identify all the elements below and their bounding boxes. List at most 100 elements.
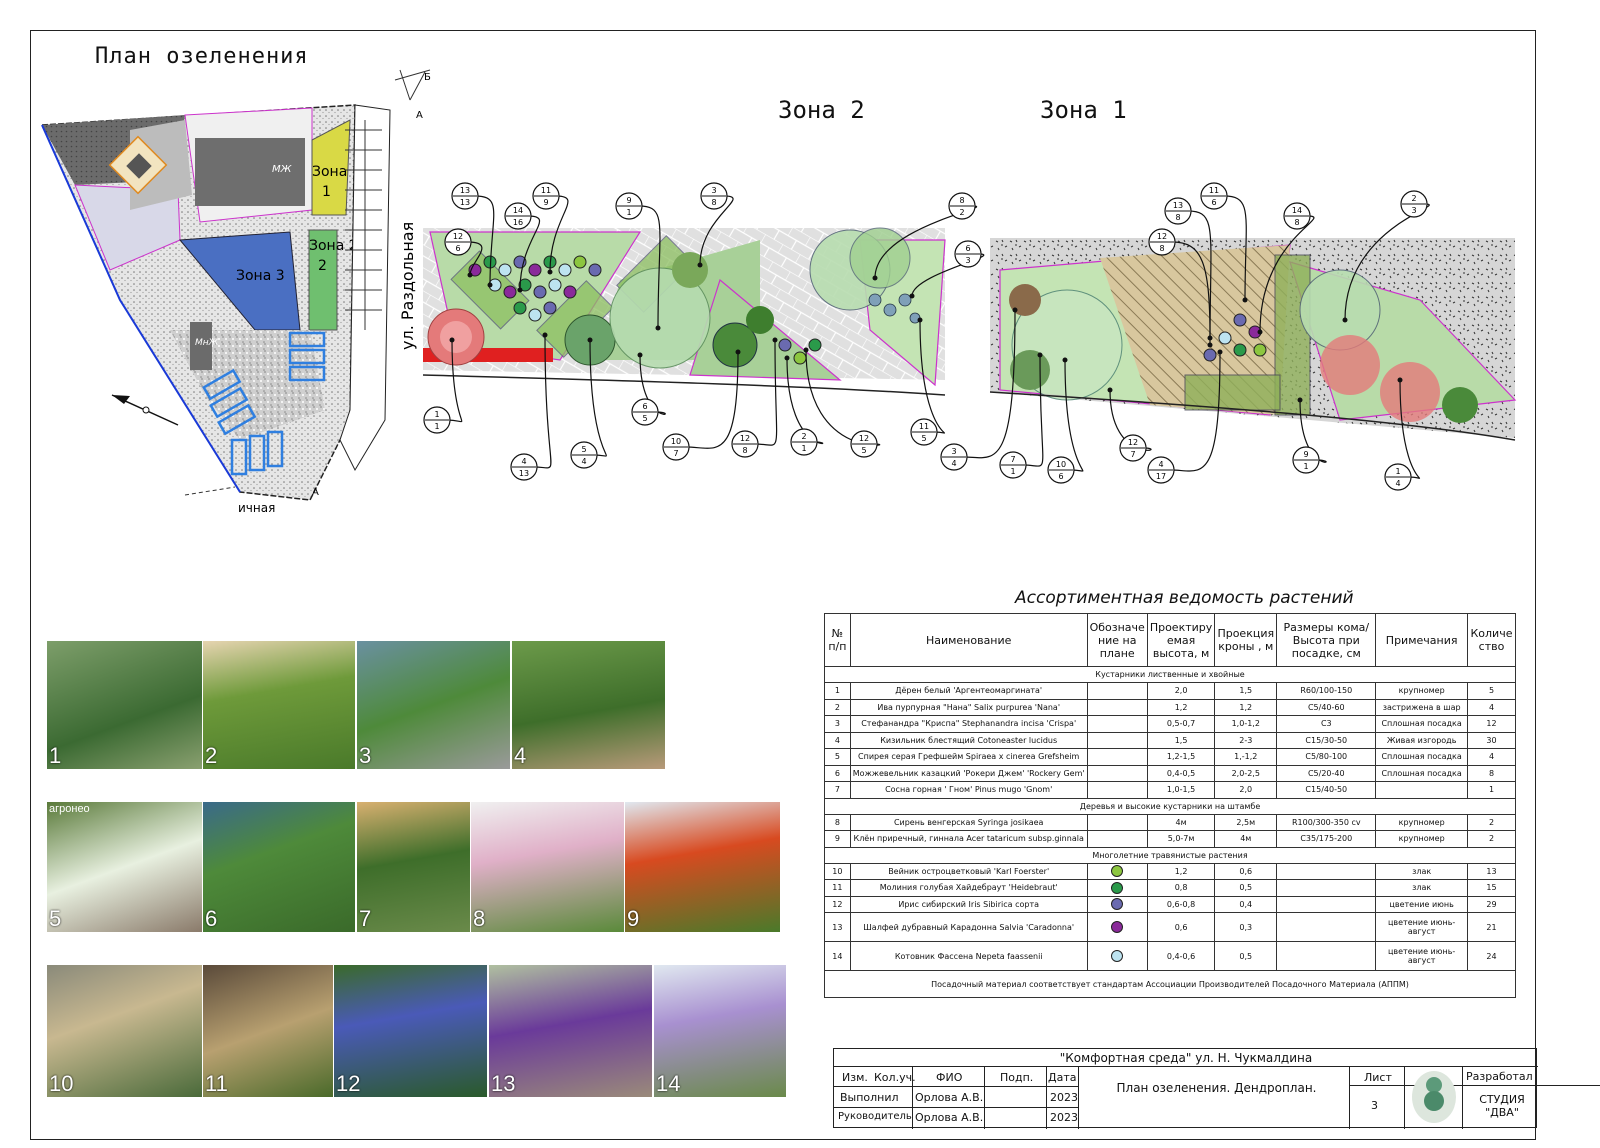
callout-plant-number: 12	[859, 434, 869, 443]
table-cell: 0,3	[1214, 912, 1278, 942]
callout-plant-number: 7	[1010, 455, 1015, 464]
plant-callout: 54	[570, 337, 607, 469]
callout-quantity: 13	[519, 469, 529, 478]
plant-callout: 128	[1148, 228, 1213, 341]
table-cell: Сирень венгерская Syringa josikaea	[849, 813, 1088, 831]
zone1-plan	[989, 238, 1517, 441]
table-cell	[1276, 862, 1377, 880]
callout-plant-number: 12	[740, 434, 750, 443]
table-cell: Живая изгородь	[1375, 731, 1468, 749]
table-cell: C3	[1276, 715, 1377, 733]
table-cell: 2	[1466, 813, 1517, 831]
h-fio: ФИО	[936, 1071, 963, 1084]
mzh-label: МЖ	[272, 164, 293, 175]
callout-quantity: 4	[581, 457, 586, 466]
callout-quantity: 2	[959, 208, 964, 217]
callout-plant-number: 3	[711, 186, 716, 195]
table-cell: R60/100-150	[1276, 682, 1377, 700]
photo-number: 8	[473, 906, 486, 931]
plant-callout: 71	[999, 352, 1044, 479]
table-title: Ассортиментная ведомость растений	[1015, 588, 1354, 608]
table-cell: R100/300-350 cv	[1276, 813, 1377, 831]
callout-quantity: 6	[1058, 472, 1063, 481]
plant-callout: 38	[697, 182, 734, 268]
plant-photo-11: 11	[203, 965, 333, 1097]
table-cell: крупномер	[1375, 813, 1468, 831]
table-cell: 6	[824, 764, 851, 782]
table-header-row: № п/п Наименование Обозначе ние на плане…	[824, 613, 1517, 667]
table-cell	[1086, 682, 1148, 700]
table-cell: Ива пурпурная "Нана" Salix purpurea 'Nan…	[849, 698, 1088, 716]
table-cell: 2,0	[1214, 781, 1278, 799]
plant-callout: 115	[910, 317, 946, 446]
zone1-site-label: Зона 1	[312, 164, 361, 180]
callout-plant-number: 10	[1056, 460, 1066, 469]
legend-symbol-icon	[1111, 898, 1124, 911]
callout-plant-number: 12	[453, 232, 463, 241]
table-cell: C15/40-50	[1276, 781, 1377, 799]
callout-quantity: 1	[1010, 467, 1015, 476]
studio-name: СТУДИЯ "ДВА"	[1479, 1093, 1525, 1119]
table-cell: 8	[824, 813, 851, 831]
callout-plant-number: 5	[581, 445, 586, 454]
callout-quantity: 8	[711, 198, 716, 207]
legend-symbol-icon	[1111, 921, 1124, 933]
callout-plant-number: 6	[642, 402, 647, 411]
plant-callout: 21	[784, 355, 824, 456]
table-cell: 14	[824, 941, 851, 971]
callout-plant-number: 4	[1158, 460, 1163, 469]
street2-label: ичная	[238, 501, 275, 515]
photo-number: 7	[359, 906, 372, 931]
photo-number: 12	[336, 1071, 361, 1096]
plant-callout: 119	[532, 182, 569, 275]
callout-plant-number: 2	[801, 432, 806, 441]
callout-plant-number: 11	[1209, 186, 1219, 195]
table-cell: Спирея серая Грефшейм Spiraea x cinerea …	[849, 748, 1088, 766]
table-cell: 4	[1466, 698, 1517, 716]
photo-number: 11	[205, 1071, 228, 1096]
mark-a-bottom: А	[312, 487, 319, 498]
plant-callout: 107	[662, 349, 741, 461]
table-cell	[1086, 830, 1148, 848]
callout-plant-number: 14	[513, 206, 523, 215]
table-cell: Вейник остроцветковый 'Karl Foerster'	[849, 862, 1088, 880]
name-2: Орлова А.В.	[915, 1111, 984, 1124]
plant-callout: 34	[940, 307, 1018, 471]
page-title: План озеленения	[95, 44, 309, 69]
callout-quantity: 9	[543, 198, 548, 207]
table-cell: 13	[1466, 862, 1517, 880]
table-cell: 24	[1466, 941, 1517, 971]
plant-callout: 106	[1047, 357, 1084, 484]
table-cell: C5/40-60	[1276, 698, 1377, 716]
mnzh-label: МнЖ	[195, 338, 219, 348]
callout-quantity: 8	[1159, 244, 1164, 253]
table-cell: 1,5	[1146, 731, 1216, 749]
table-cell: 1	[1466, 781, 1517, 799]
plant-callout: 148	[1257, 202, 1315, 335]
table-cell: 1,2	[1146, 862, 1216, 880]
table-cell: цветение июнь-август	[1375, 912, 1468, 942]
plant-callout: 14	[1384, 377, 1421, 491]
table-cell: 0,5	[1214, 879, 1278, 897]
table-cell: Шалфей дубравный Карадонна Salvia 'Carad…	[849, 912, 1088, 942]
table-cell	[1086, 813, 1148, 831]
plant-photo-6: 6	[203, 802, 355, 932]
plant-photo-2: 2	[203, 641, 355, 769]
street-label: ул. Раздольная	[398, 222, 417, 350]
legend-symbol-icon	[1111, 865, 1124, 878]
plant-callout: 128	[731, 337, 778, 458]
photo-number: 3	[359, 743, 372, 768]
table-cell: 5	[1466, 682, 1517, 700]
callout-plant-number: 9	[626, 196, 631, 205]
plant-photo-8: 8	[471, 802, 624, 932]
table-cell	[1086, 912, 1148, 942]
